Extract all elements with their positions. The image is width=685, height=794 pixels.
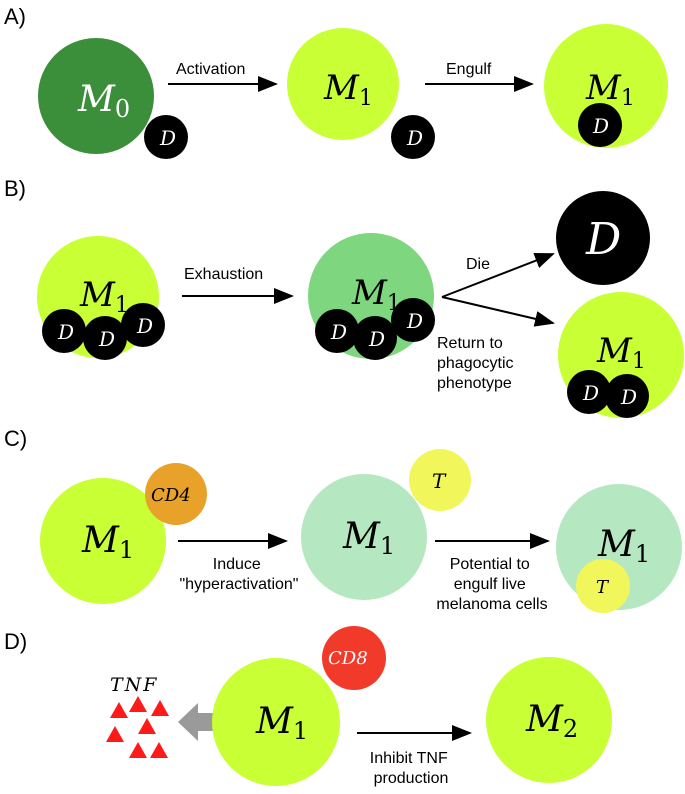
dead-cell-label: D xyxy=(582,381,599,405)
return-arrow xyxy=(441,296,555,327)
dead-cell-label: D xyxy=(98,327,115,351)
dead-cell xyxy=(83,316,127,360)
m1-cell xyxy=(212,658,340,786)
panel-b: B) M1 D D D Exhaustion M1 D D D Die Retu… xyxy=(4,176,684,418)
dead-cell-label: D xyxy=(330,320,347,344)
panel-a: A) M0 D Activation M1 D Engulf M1 D xyxy=(4,4,668,159)
inhibit-tnf-arrow-label: Inhibit TNF production xyxy=(370,750,452,787)
hyperactivated-m1-cell xyxy=(301,474,427,600)
tnf-triangles xyxy=(106,696,169,758)
dead-cell-label: D xyxy=(136,314,153,338)
dead-cell-label: D xyxy=(368,327,385,351)
dead-cell xyxy=(144,115,188,159)
engulf-live-arrow-label: Potential to engulf live melanoma cells xyxy=(436,556,547,613)
m1-cell xyxy=(544,24,668,148)
panel-d: D) TNF M1 CD8 Inhibit TNF production M2 xyxy=(4,626,612,787)
m1-cell-label: M1 xyxy=(255,701,308,745)
m1-cell-label: M1 xyxy=(585,68,635,111)
m1-cell xyxy=(40,478,166,604)
m2-cell-label: M2 xyxy=(525,699,578,743)
m2-cell xyxy=(486,657,612,783)
dead-cell xyxy=(353,316,397,360)
dead-cell xyxy=(567,370,611,414)
m1-cell-label: M1 xyxy=(597,524,650,568)
dead-cell-label: D xyxy=(620,385,637,409)
panel-d-label: D) xyxy=(4,629,27,654)
dead-cell-label: D xyxy=(592,114,609,138)
cd8-t-cell-label: CD8 xyxy=(328,648,368,669)
dead-cell xyxy=(42,309,86,353)
tnf-triangle xyxy=(106,726,124,742)
tnf-triangle xyxy=(110,702,128,718)
dead-cell-label: D xyxy=(57,320,74,344)
engulfed-t-cell-label: T xyxy=(596,577,610,598)
engulf-arrow-label: Engulf xyxy=(446,61,492,78)
exhaustion-arrow-label: Exhaustion xyxy=(184,266,263,283)
panel-c: C) M1 CD4 Induce "hyperactivation" M1 T … xyxy=(4,426,682,613)
return-arrow-label: Return to phagocytic phenotype xyxy=(437,335,518,392)
m1-cell-label: M1 xyxy=(79,275,129,318)
engulfed-dead-cell xyxy=(578,103,622,147)
panel-b-label: B) xyxy=(4,176,26,201)
die-arrow xyxy=(441,253,555,298)
m1-cell-label: M1 xyxy=(342,516,395,560)
tnf-triangle xyxy=(138,718,156,734)
tnf-triangle xyxy=(129,696,147,712)
cd8-t-cell xyxy=(322,626,386,690)
m1-cell xyxy=(287,28,399,140)
m1-cell-label: M1 xyxy=(81,520,134,564)
dead-cell xyxy=(315,309,359,353)
dead-macrophage-label: D xyxy=(585,214,621,265)
engulfed-t-cell xyxy=(576,559,630,613)
m1-cell-label: M1 xyxy=(323,68,373,111)
m0-cell-label: M0 xyxy=(77,79,130,123)
dead-cell-label: D xyxy=(406,126,423,150)
tnf-label: TNF xyxy=(110,674,158,696)
panel-c-label: C) xyxy=(4,426,27,451)
dead-cell xyxy=(391,298,435,342)
cd4-t-cell-label: CD4 xyxy=(151,485,191,506)
melanoma-t-cell xyxy=(409,449,471,511)
die-arrow-label: Die xyxy=(466,256,490,273)
panel-a-label: A) xyxy=(4,4,26,29)
secretion-arrow xyxy=(178,703,234,741)
dead-cell-label: D xyxy=(406,309,423,333)
hyperactivation-arrow-label: Induce "hyperactivation" xyxy=(180,556,299,593)
tnf-triangle xyxy=(151,700,169,716)
dead-cell xyxy=(391,115,435,159)
m1-cell-label: M1 xyxy=(596,331,646,374)
dead-macrophage xyxy=(556,191,650,285)
tnf-triangle xyxy=(150,742,168,758)
cd4-t-cell xyxy=(145,463,207,525)
dead-cell-label: D xyxy=(159,126,176,150)
m0-cell xyxy=(38,38,154,154)
dead-cell xyxy=(121,303,165,347)
activation-arrow-label: Activation xyxy=(176,61,245,78)
tnf-triangle xyxy=(129,742,147,758)
dead-cell xyxy=(605,374,649,418)
melanoma-t-cell-label: T xyxy=(432,469,447,493)
